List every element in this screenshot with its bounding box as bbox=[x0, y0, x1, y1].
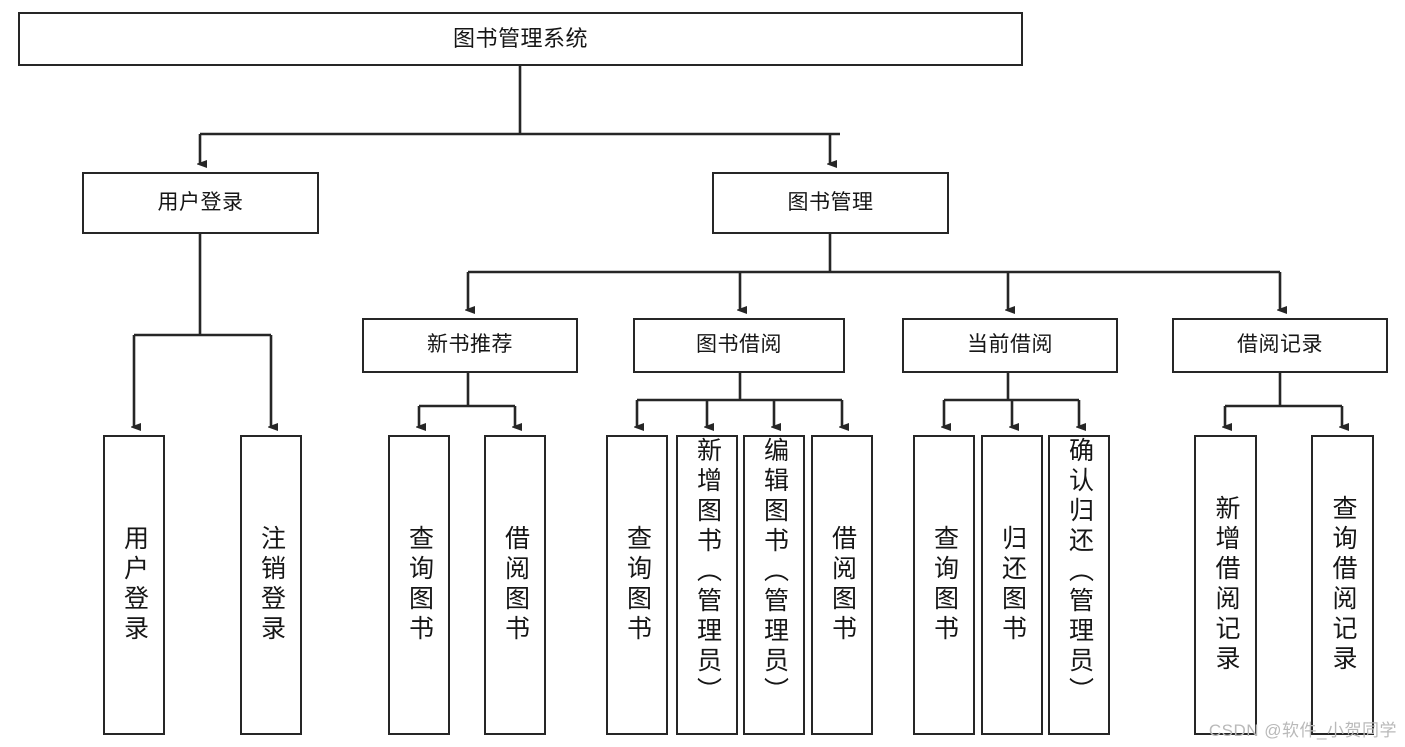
node-root-system[interactable]: 图书管理系统 bbox=[18, 12, 1023, 66]
node-current-borrow[interactable]: 当前借阅 bbox=[902, 318, 1118, 373]
node-label: 查询借阅记录 bbox=[1329, 495, 1357, 675]
node-new-book-recommendation[interactable]: 新书推荐 bbox=[362, 318, 578, 373]
leaf-query-borrow-record[interactable]: 查询借阅记录 bbox=[1311, 435, 1374, 735]
leaf-user-logout[interactable]: 注销登录 bbox=[240, 435, 302, 735]
node-book-borrow[interactable]: 图书借阅 bbox=[633, 318, 845, 373]
node-label: 图书借阅 bbox=[696, 333, 782, 357]
node-label: 借阅记录 bbox=[1237, 333, 1323, 357]
leaf-borrow-book-newbook[interactable]: 借阅图书 bbox=[484, 435, 546, 735]
node-borrow-record[interactable]: 借阅记录 bbox=[1172, 318, 1388, 373]
node-label: 查询图书 bbox=[623, 525, 652, 645]
leaf-edit-book-admin[interactable]: 编辑图书（管理员） bbox=[743, 435, 805, 735]
node-label: 确认归还（管理员） bbox=[1065, 437, 1094, 707]
node-user-login[interactable]: 用户登录 bbox=[82, 172, 319, 234]
node-label: 新增借阅记录 bbox=[1212, 495, 1240, 675]
csdn-watermark: CSDN @软件_小贺同学 bbox=[1208, 721, 1397, 740]
leaf-query-book-newbook[interactable]: 查询图书 bbox=[388, 435, 450, 735]
node-label: 编辑图书（管理员） bbox=[760, 437, 789, 707]
leaf-query-book-current[interactable]: 查询图书 bbox=[913, 435, 975, 735]
leaf-query-book-borrow[interactable]: 查询图书 bbox=[606, 435, 668, 735]
node-label: 图书管理系统 bbox=[452, 26, 588, 52]
node-label: 图书管理 bbox=[787, 190, 874, 214]
leaf-lend-book[interactable]: 借阅图书 bbox=[811, 435, 873, 735]
node-label: 当前借阅 bbox=[967, 333, 1053, 357]
node-label: 查询图书 bbox=[405, 525, 434, 645]
node-label: 归还图书 bbox=[998, 525, 1027, 645]
node-label: 查询图书 bbox=[930, 525, 959, 645]
node-book-management[interactable]: 图书管理 bbox=[712, 172, 949, 234]
leaf-confirm-return-admin[interactable]: 确认归还（管理员） bbox=[1048, 435, 1110, 735]
node-label: 借阅图书 bbox=[828, 525, 857, 645]
leaf-return-book[interactable]: 归还图书 bbox=[981, 435, 1043, 735]
node-label: 新书推荐 bbox=[427, 333, 513, 357]
leaf-add-book-admin[interactable]: 新增图书（管理员） bbox=[676, 435, 738, 735]
leaf-add-borrow-record[interactable]: 新增借阅记录 bbox=[1194, 435, 1257, 735]
node-label: 新增图书（管理员） bbox=[693, 437, 722, 707]
node-label: 用户登录 bbox=[120, 525, 149, 645]
node-label: 借阅图书 bbox=[501, 525, 530, 645]
node-label: 用户登录 bbox=[157, 190, 244, 214]
leaf-user-login[interactable]: 用户登录 bbox=[103, 435, 165, 735]
node-label: 注销登录 bbox=[257, 525, 286, 645]
